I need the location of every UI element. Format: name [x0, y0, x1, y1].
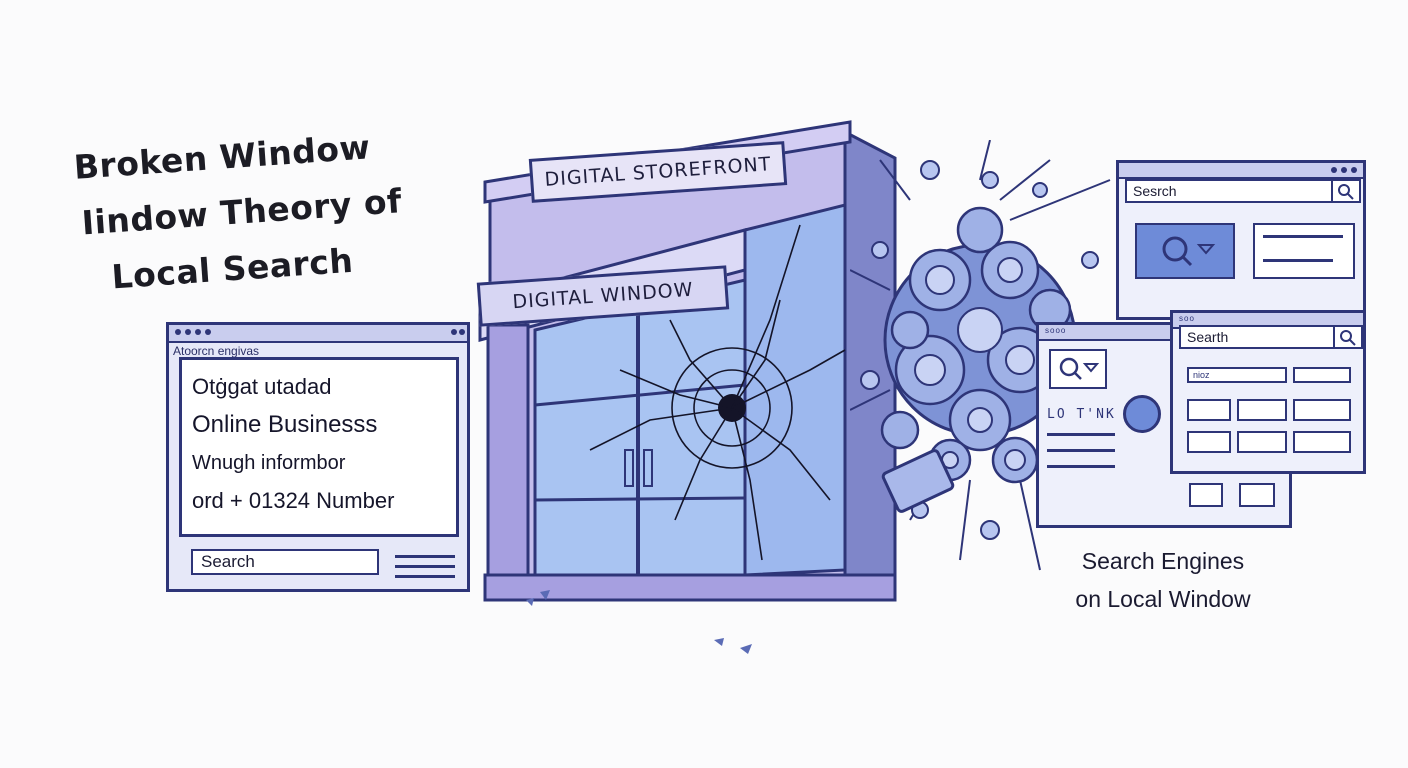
window-dot-icon [1341, 167, 1347, 173]
business-line-3: Wnugh informbor [192, 452, 346, 474]
gear-cluster-illustration [850, 140, 1111, 571]
window-label: sooo [1045, 326, 1067, 335]
caption-line-2: on Local Window [1075, 586, 1251, 612]
search-input[interactable]: Sesrch [1125, 179, 1333, 203]
content-block [1239, 483, 1275, 507]
content-block [1253, 223, 1355, 279]
address-bar: Atoorcn engivas [173, 344, 260, 358]
text-line [1047, 465, 1115, 468]
browser-window-back: Sesrch [1116, 160, 1366, 320]
content-block [1187, 431, 1231, 453]
text-lines-icon [395, 555, 455, 585]
content-block [1237, 431, 1287, 453]
search-widget [1049, 349, 1107, 389]
text-line [1263, 259, 1333, 262]
window-dot-icon [1351, 167, 1357, 173]
text-line [1047, 433, 1115, 436]
header-text: LO T'NK [1047, 407, 1116, 422]
window-dot-icon [205, 329, 211, 335]
globe-icon [1123, 395, 1161, 433]
business-info-card: Otġgat utadad Online Businesss Wnugh inf… [179, 357, 459, 537]
window-dot-icon [195, 329, 201, 335]
content-block [1293, 399, 1351, 421]
diagram-title: Broken Window Iindow Theory of Local Sea… [72, 115, 443, 308]
window-dot-icon [1331, 167, 1337, 173]
left-browser-titlebar [169, 325, 467, 343]
content-block [1293, 431, 1351, 453]
business-line-4: ord + 01324 Number [192, 488, 395, 513]
search-input[interactable]: Searth [1179, 325, 1335, 349]
search-icon[interactable] [1331, 179, 1361, 203]
form-field[interactable] [1293, 367, 1351, 383]
window-label: soo [1179, 314, 1195, 323]
search-input[interactable]: Search [191, 549, 379, 575]
content-block [1187, 399, 1231, 421]
caption-line-1: Search Engines [1081, 548, 1245, 574]
window-dot-icon [185, 329, 191, 335]
left-browser-panel: Atoorcn engivas Otġgat utadad Online Bus… [166, 322, 470, 592]
search-widget [1135, 223, 1235, 279]
business-line-1: Otġgat utadad [192, 374, 332, 399]
browser-window-front: soo Searth nioz [1170, 310, 1366, 474]
text-line [1263, 235, 1343, 238]
search-icon[interactable] [1333, 325, 1363, 349]
window-titlebar [1119, 163, 1363, 179]
window-dot-icon [459, 329, 465, 335]
content-block [1189, 483, 1223, 507]
content-block [1237, 399, 1287, 421]
window-dot-icon [175, 329, 181, 335]
business-line-2: Online Businesss [192, 411, 378, 438]
text-line [1047, 449, 1115, 452]
window-dot-icon [451, 329, 457, 335]
caption: Search Engines on Local Window [1040, 542, 1286, 618]
form-field[interactable]: nioz [1187, 367, 1287, 383]
